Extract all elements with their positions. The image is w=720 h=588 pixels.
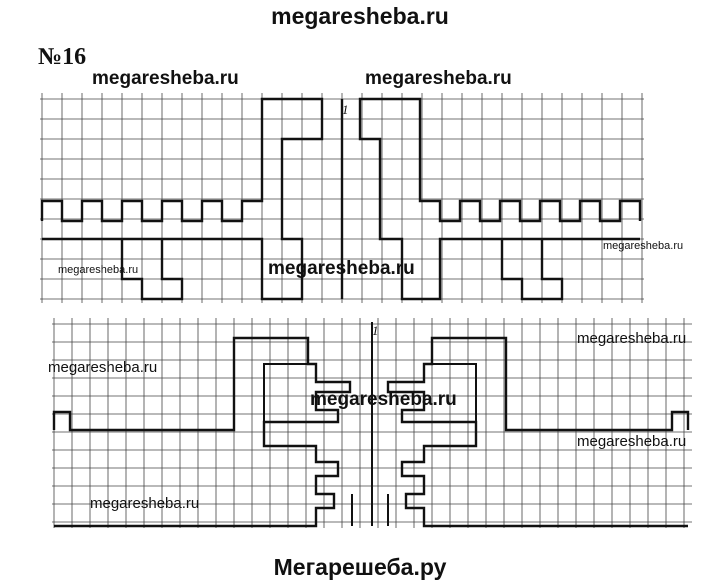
figure-outline-bottom [52,336,352,528]
task-number: №16 [38,44,87,70]
watermark-top-left: megaresheba.ru [92,68,239,89]
site-header: megaresheba.ru [271,3,449,29]
watermark-grid2-right-bottom: megaresheba.ru [577,433,687,450]
axis-label-bottom: 1 [372,323,379,338]
watermark-grid1-center: megaresheba.ru [268,258,415,279]
grid-figure-top [40,93,644,303]
site-footer: Мегарешеба.ру [273,554,447,580]
figure-inner-lines-bottom [263,322,477,526]
watermark-grid2-right-top: megaresheba.ru [577,330,687,347]
watermark-grid1-left: megaresheba.ru [58,264,139,276]
axis-label-top: 1 [342,102,349,117]
figure-outline-bottom-mirror [386,336,690,528]
figure-outline-top-mirror [358,97,642,301]
figure-steps-top [120,99,564,301]
watermark-grid2-left: megaresheba.ru [48,359,158,376]
watermark-grid1-right: megaresheba.ru [603,240,684,252]
grid-figure-bottom [52,318,692,528]
watermark-grid2-center: megaresheba.ru [310,389,457,410]
watermark-top-center: megaresheba.ru [365,68,512,89]
watermark-grid2-bottom-left: megaresheba.ru [90,495,200,512]
figure-outline-top [40,97,324,301]
